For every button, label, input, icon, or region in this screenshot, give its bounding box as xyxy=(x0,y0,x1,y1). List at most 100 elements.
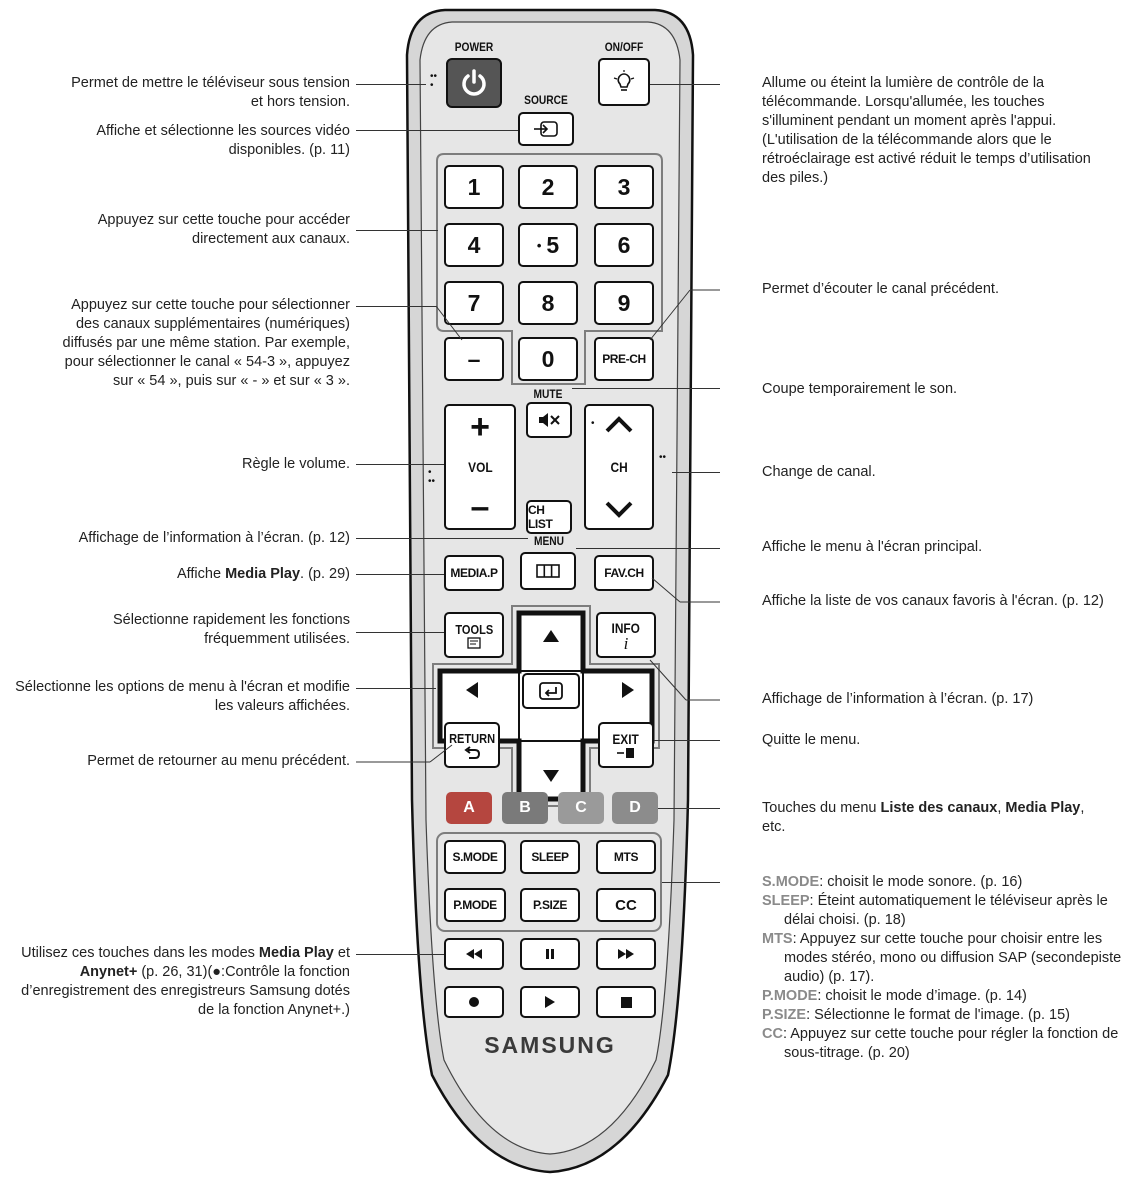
stop-button[interactable] xyxy=(596,986,656,1018)
onoff-label: ON/OFF xyxy=(604,40,644,54)
tools-button[interactable]: TOOLS xyxy=(444,612,504,658)
menu-button[interactable] xyxy=(520,552,576,590)
annotation-onoff: Allume ou éteint la lumière de contrôle … xyxy=(762,75,1091,186)
enter-button[interactable] xyxy=(522,673,580,709)
prech-button[interactable]: PRE-CH xyxy=(594,337,654,381)
annotation-mediap-bold: Media Play xyxy=(225,566,301,582)
number-button-8[interactable]: 8 xyxy=(518,281,578,325)
number-button-9[interactable]: 9 xyxy=(594,281,654,325)
function-key-mts: MTS xyxy=(762,931,793,947)
sleep-button[interactable]: SLEEP xyxy=(520,840,580,874)
channel-up-icon[interactable] xyxy=(604,414,634,434)
volume-down-icon[interactable]: – xyxy=(470,488,490,526)
chlist-button[interactable]: CH LIST xyxy=(526,500,572,534)
smode-button[interactable]: S.MODE xyxy=(444,840,506,874)
color-button-b[interactable]: B xyxy=(502,792,548,824)
function-key-psize: P.SIZE xyxy=(762,1007,807,1023)
pmode-button[interactable]: P.MODE xyxy=(444,888,506,922)
play-button[interactable] xyxy=(520,986,580,1018)
record-icon xyxy=(469,997,479,1007)
callout-line-chlist xyxy=(356,538,528,539)
nav-up-icon[interactable] xyxy=(543,630,559,642)
mute-icon xyxy=(539,413,560,427)
source-button[interactable] xyxy=(518,112,574,146)
number-5-label: 5 xyxy=(546,231,560,258)
stop-icon xyxy=(620,996,632,1008)
record-button[interactable] xyxy=(444,986,504,1018)
function-item-sleep: SLEEP: Éteint automatiquement le télévis… xyxy=(762,892,1136,930)
source-icon xyxy=(534,121,558,137)
function-item-smode: S.MODE: choisit le mode sonore. (p. 16) xyxy=(762,873,1136,892)
nav-down-icon[interactable] xyxy=(543,770,559,782)
callout-line-numbers xyxy=(356,230,438,231)
volume-up-icon[interactable]: + xyxy=(470,408,490,446)
number-button-4[interactable]: 4 xyxy=(444,223,504,267)
annotation-source: Affiche et sélectionne les sources vidéo… xyxy=(96,123,350,158)
onoff-button[interactable] xyxy=(598,58,650,106)
annotation-mute: Coupe temporairement le son. xyxy=(762,381,958,397)
annotation-ch: Change de canal. xyxy=(762,464,876,480)
annotation-mediap-suffix: . (p. 29) xyxy=(300,566,350,582)
mediap-button[interactable]: MEDIA.P xyxy=(444,555,504,591)
nav-right-icon[interactable] xyxy=(622,682,634,698)
return-label: RETURN xyxy=(448,730,496,746)
function-key-smode: S.MODE xyxy=(762,874,820,890)
mts-button[interactable]: MTS xyxy=(596,840,656,874)
annotation-colors-mid: , xyxy=(997,800,1006,816)
brand-logo: SAMSUNG xyxy=(484,1032,616,1058)
menu-icon xyxy=(536,564,560,578)
nav-left-icon[interactable] xyxy=(466,682,478,698)
info-button[interactable]: INFO i xyxy=(596,612,656,658)
annotation-numbers: Appuyez sur cette touche pour accéder di… xyxy=(97,212,350,247)
channel-rocker[interactable]: CH xyxy=(584,404,654,530)
channel-label: CH xyxy=(610,459,628,475)
return-button[interactable]: RETURN xyxy=(444,722,500,768)
callout-line-ch xyxy=(672,472,720,473)
favch-button[interactable]: FAV.CH xyxy=(594,555,654,591)
color-button-a[interactable]: A xyxy=(446,792,492,824)
number-button-1[interactable]: 1 xyxy=(444,165,504,209)
cc-button[interactable]: CC xyxy=(596,888,656,922)
callout-line-media xyxy=(356,954,444,955)
pause-button[interactable] xyxy=(520,938,580,970)
function-desc-sleep: : Éteint automatiquement le téléviseur a… xyxy=(784,893,1108,928)
rewind-button[interactable] xyxy=(444,938,504,970)
number-button-5[interactable]: •5 xyxy=(518,223,578,267)
callout-line-mediap xyxy=(356,574,444,575)
number-button-2[interactable]: 2 xyxy=(518,165,578,209)
tools-icon xyxy=(467,636,481,649)
function-item-mts: MTS: Appuyez sur cette touche pour chois… xyxy=(762,930,1136,987)
rewind-icon xyxy=(466,949,482,959)
annotation-media-bold2: Anynet+ xyxy=(79,964,138,980)
color-button-c[interactable]: C xyxy=(558,792,604,824)
exit-button[interactable]: EXIT xyxy=(598,722,654,768)
enter-icon xyxy=(539,682,563,700)
number-button-0[interactable]: 0 xyxy=(518,337,578,381)
power-button[interactable] xyxy=(446,58,502,108)
callout-line-power xyxy=(356,84,426,85)
exit-icon xyxy=(617,748,634,758)
mute-label: MUTE xyxy=(533,387,563,401)
fast-forward-button[interactable] xyxy=(596,938,656,970)
function-list: S.MODE: choisit le mode sonore. (p. 16) … xyxy=(762,873,1136,1063)
number-button-6[interactable]: 6 xyxy=(594,223,654,267)
function-desc-smode: : choisit le mode sonore. (p. 16) xyxy=(819,874,1023,890)
annotation-nav: Sélectionne les options de menu à l'écra… xyxy=(15,679,350,714)
number-button-3[interactable]: 3 xyxy=(594,165,654,209)
volume-rocker[interactable]: + VOL – xyxy=(444,404,516,530)
annotation-favch: Affiche la liste de vos canaux favoris à… xyxy=(762,593,1104,609)
source-label: SOURCE xyxy=(524,93,568,107)
mute-button[interactable] xyxy=(526,402,572,438)
callout-line-nav xyxy=(356,688,436,689)
play-icon xyxy=(545,996,555,1008)
channel-down-icon[interactable] xyxy=(604,500,634,520)
dash-button[interactable]: – xyxy=(444,337,504,381)
callout-line-colors xyxy=(658,808,720,809)
annotation-return: Permet de retourner au menu précédent. xyxy=(87,753,350,769)
function-desc-cc: : Appuyez sur cette touche pour régler l… xyxy=(782,1026,1119,1061)
color-button-d[interactable]: D xyxy=(612,792,658,824)
volume-label: VOL xyxy=(467,459,493,475)
callout-line-functions xyxy=(662,882,720,883)
psize-button[interactable]: P.SIZE xyxy=(520,888,580,922)
